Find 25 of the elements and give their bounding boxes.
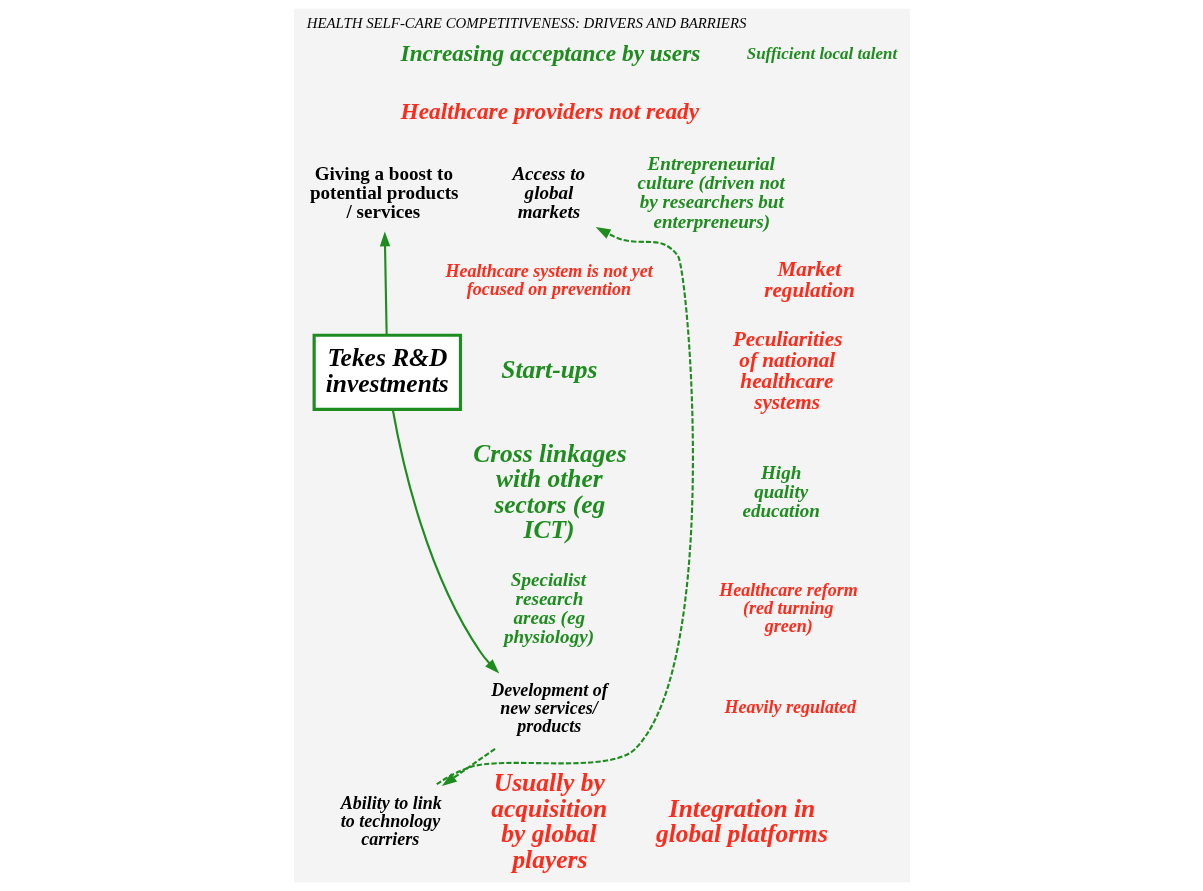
label: Increasing acceptance by users <box>400 40 700 67</box>
arrow <box>379 231 390 336</box>
label: Heavily regulated <box>723 697 856 718</box>
label: Sufficient local talent <box>746 44 897 64</box>
node-text: Ability to link to technology carriers <box>340 793 442 850</box>
label: Start-ups <box>500 354 597 384</box>
label: Integration in global platforms <box>655 793 828 849</box>
arrow <box>441 748 496 786</box>
arrow <box>391 409 499 674</box>
arrow <box>435 227 694 786</box>
node-box: Tekes R&D investments <box>312 333 462 412</box>
label: Healthcare providers not ready <box>400 97 699 124</box>
label: Cross linkages with other sectors (eg ICT) <box>472 438 627 544</box>
label: Usually by acquisition by global players <box>490 768 607 874</box>
label: Market regulation <box>763 256 855 303</box>
label: Specialist research areas (eg physiology) <box>503 568 594 648</box>
label: High quality education <box>741 461 820 521</box>
label: Healthcare system is not yet focused on prevention <box>445 260 653 299</box>
diagram-title: HEALTH SELF-CARE COMPETITIVENESS: DRIVERS AND BARRIERS <box>306 14 746 31</box>
label: Peculiarities of national healthcare systems <box>732 326 842 415</box>
node-text: Development of new services/ products <box>490 680 608 737</box>
node-text: Access to global markets <box>511 162 585 222</box>
label: Healthcare reform (red turning green) <box>718 580 858 637</box>
node-text: Giving a boost to potential products / services <box>309 162 458 222</box>
label: Entrepreneurial culture (driven not by researchers but enterpreneurs) <box>637 153 785 232</box>
